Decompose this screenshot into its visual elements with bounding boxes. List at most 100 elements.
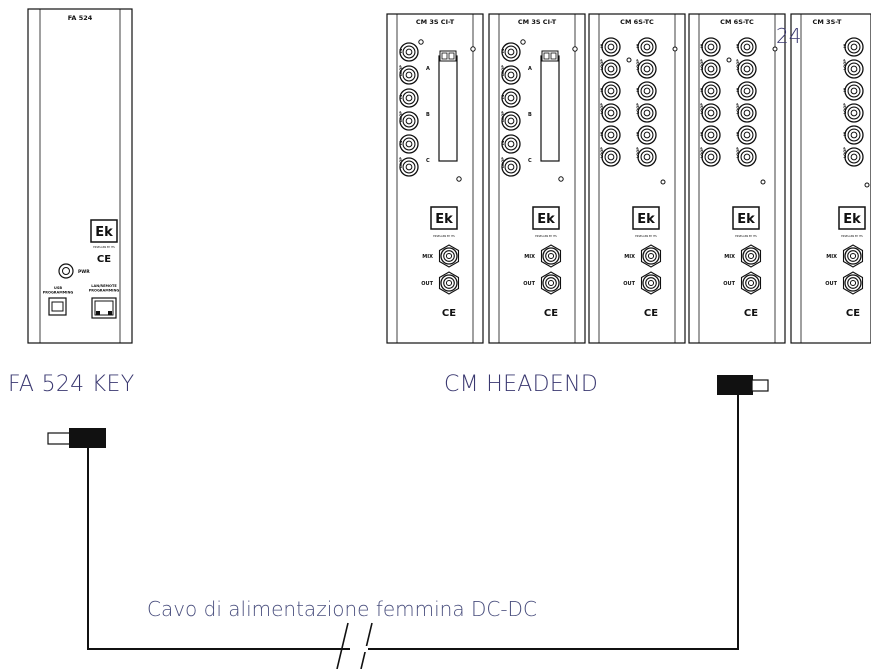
connector-label: IN <box>843 132 847 136</box>
connector-label: LOOP <box>399 65 403 76</box>
module-title: CM 6S-TC <box>620 18 654 26</box>
right-plug-tip <box>751 379 769 392</box>
connector-label: LOOP <box>600 59 604 70</box>
mix-label: MIX <box>724 254 735 260</box>
connector-label: LOOP <box>600 103 604 114</box>
mix-label: MIX <box>826 254 837 260</box>
led <box>864 182 870 188</box>
connector-label: IN <box>700 132 704 136</box>
connector-label: LOOP <box>736 147 740 158</box>
connector-label: LOOP <box>501 65 505 76</box>
led <box>520 39 526 45</box>
ce-mark: CE <box>644 308 658 319</box>
headend-modules: CM 3S CI-T IN LOOP IN LOOP IN LOOP A B C EkEKSELAN… <box>386 13 871 344</box>
corner-fragment: 24 <box>776 24 802 48</box>
led <box>558 176 564 182</box>
headend-module: CM 3S CI-TINLOOPINLOOPINLOOPABCEkEKSELAN… <box>386 13 484 344</box>
ce-mark: CE <box>97 254 111 265</box>
module-title: CM 3S CI-T <box>518 18 557 26</box>
led <box>572 46 578 52</box>
ci-slot <box>540 55 560 162</box>
ce-mark: CE <box>744 308 758 319</box>
connector-label: IN <box>399 49 403 53</box>
group-label: B <box>426 112 430 118</box>
mix-label: MIX <box>422 254 433 260</box>
connector-label: LOOP <box>600 147 604 158</box>
led <box>726 57 732 63</box>
left-plug-body <box>69 428 106 448</box>
brand-small: EKSELANS BY ITS <box>841 234 863 238</box>
group-label: C <box>426 158 430 164</box>
connector-label: LOOP <box>736 59 740 70</box>
led <box>470 46 476 52</box>
connector-label: IN <box>636 132 640 136</box>
ci-slot <box>438 55 458 162</box>
ek-logo <box>632 206 660 230</box>
connector-label: LOOP <box>636 147 640 158</box>
brand-small: EKSELANS BY ITS <box>635 234 657 238</box>
connector-label: LOOP <box>399 157 403 168</box>
ek-logo-text: Ek <box>737 212 755 227</box>
connector-label: IN <box>399 141 403 145</box>
headend-module: CM 6S-TCINLOOPINLOOPINLOOPINLOOPINLOOPIN… <box>588 13 686 344</box>
led <box>772 46 778 52</box>
ek-logo-text: Ek <box>537 212 555 227</box>
group-label: C <box>528 158 532 164</box>
connector-label: IN <box>501 49 505 53</box>
led <box>760 179 766 185</box>
connector-label: IN <box>700 88 704 92</box>
connector-label: LOOP <box>843 147 847 158</box>
connector-label: LOOP <box>636 59 640 70</box>
connector-label: IN <box>600 44 604 48</box>
connector-label: IN <box>501 95 505 99</box>
ek-logo <box>430 206 458 230</box>
module-title: CM 3S CI-T <box>416 18 455 26</box>
led <box>456 176 462 182</box>
dc-cable <box>47 375 769 669</box>
module-frame <box>386 13 484 344</box>
ek-logo <box>838 206 866 230</box>
cable-wire <box>87 448 350 650</box>
ce-mark: CE <box>544 308 558 319</box>
break-mark-1 <box>336 622 349 669</box>
ek-logo-text: Ek <box>843 212 861 227</box>
cable-wire-right <box>368 395 739 650</box>
connector-label: LOOP <box>636 103 640 114</box>
mix-label: MIX <box>624 254 635 260</box>
group-label: A <box>528 66 532 72</box>
fa524-header: FA 524 <box>68 14 93 22</box>
group-label: A <box>426 66 430 72</box>
ek-logo-text: Ek <box>95 225 113 240</box>
connector-label: LOOP <box>501 111 505 122</box>
connector-label: IN <box>843 44 847 48</box>
ek-logo-text: Ek <box>435 212 453 227</box>
fa524-key-caption: FA 524 KEY <box>8 372 135 397</box>
mix-label: MIX <box>524 254 535 260</box>
out-label: OUT <box>523 281 535 287</box>
led <box>626 57 632 63</box>
connector-label: IN <box>736 88 740 92</box>
connector-label: LOOP <box>843 59 847 70</box>
led <box>418 39 424 45</box>
brand-small: EKSELANS BY ITS <box>93 245 115 249</box>
ek-logo <box>532 206 560 230</box>
right-plug-body <box>717 375 753 395</box>
cable-caption: Cavo di alimentazione femmina DC-DC <box>147 597 537 621</box>
brand-small: EKSELANS BY ITS <box>535 234 557 238</box>
connector-label: IN <box>600 132 604 136</box>
brand-small: EKSELANS BY ITS <box>433 234 455 238</box>
connector-label: IN <box>399 95 403 99</box>
connector-label: IN <box>736 132 740 136</box>
module-title: CM 3S-T <box>813 18 842 26</box>
ek-logo <box>90 219 118 243</box>
connector-label: LOOP <box>700 59 704 70</box>
led <box>672 46 678 52</box>
out-label: OUT <box>723 281 735 287</box>
connector-label: IN <box>736 44 740 48</box>
headend-module: CM 3S CI-TINLOOPINLOOPINLOOPABCEkEKSELAN… <box>488 13 586 344</box>
left-plug-tip <box>47 432 71 445</box>
